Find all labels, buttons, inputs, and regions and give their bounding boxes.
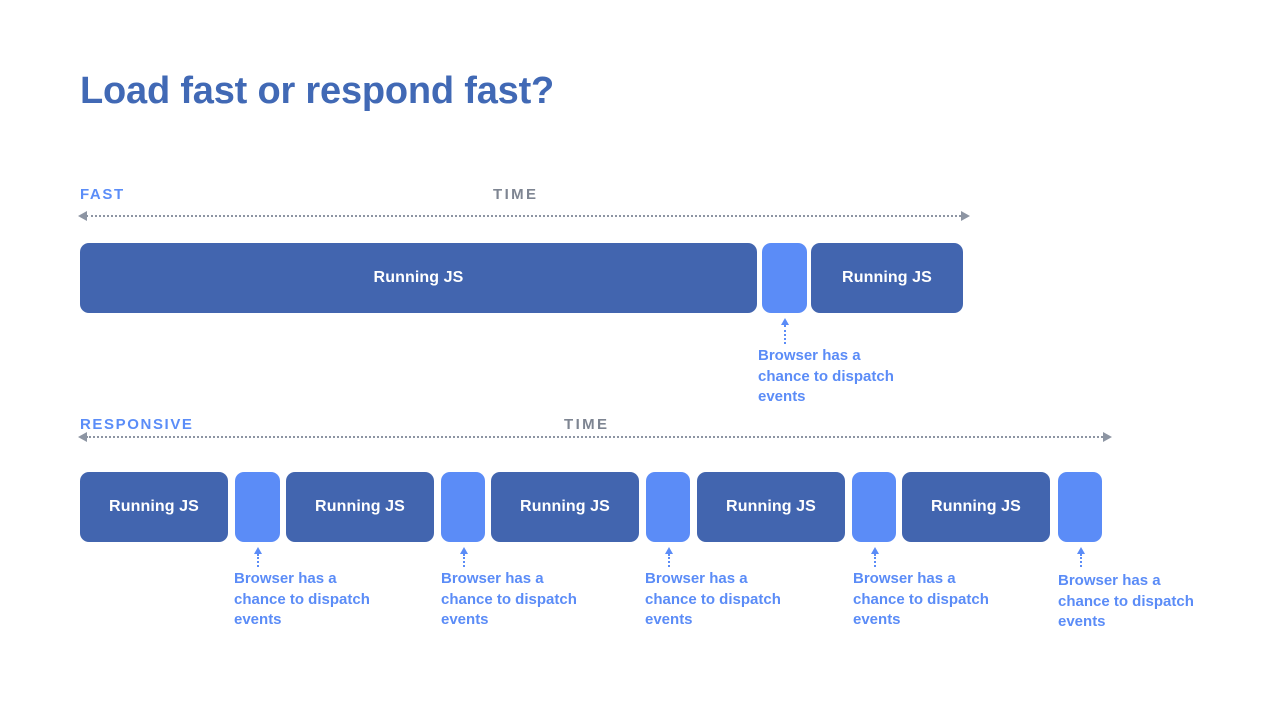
callout-text: Browser has a chance to dispatch events <box>234 570 370 628</box>
timeline-bar-running-js[interactable]: Running JS <box>902 472 1050 542</box>
leader-line <box>874 554 876 567</box>
bar-label: Running JS <box>109 498 199 515</box>
timeline-bar-gap[interactable] <box>762 243 807 313</box>
arrow-left-icon <box>78 211 87 221</box>
callout-text: Browser has a chance to dispatch events <box>853 570 989 628</box>
section-label-fast: FAST <box>80 186 125 203</box>
arrow-up-icon <box>781 318 789 325</box>
axis-line <box>86 436 1103 438</box>
bar-label: Running JS <box>520 498 610 515</box>
page-title: Load fast or respond fast? <box>80 70 555 112</box>
callout-leader <box>460 547 468 567</box>
leader-line <box>784 325 786 344</box>
leader-line <box>257 554 259 567</box>
timeline-bar-gap[interactable] <box>1058 472 1102 542</box>
leader-line <box>1080 554 1082 567</box>
callout-leader <box>665 547 673 567</box>
bar-label: Running JS <box>373 269 464 286</box>
callout-text: Browser has a chance to dispatch events <box>441 570 577 628</box>
arrow-left-icon <box>78 432 87 442</box>
callout-text: Browser has a chance to dispatch events <box>1058 572 1194 630</box>
timeline-bar-running-js[interactable]: Running JS <box>811 243 963 313</box>
time-axis-fast <box>78 211 970 221</box>
timeline-bar-running-js[interactable]: Running JS <box>491 472 639 542</box>
timeline-bar-gap[interactable] <box>235 472 280 542</box>
arrow-up-icon <box>665 547 673 554</box>
callout-leader <box>781 318 789 344</box>
callout-text: Browser has a chance to dispatch events <box>645 570 781 628</box>
bar-label: Running JS <box>842 269 932 286</box>
arrow-up-icon <box>871 547 879 554</box>
timeline-bar-running-js[interactable]: Running JS <box>80 472 228 542</box>
timeline-bar-running-js[interactable]: Running JS <box>80 243 757 313</box>
bar-label: Running JS <box>315 498 405 515</box>
arrow-up-icon <box>1077 547 1085 554</box>
timeline-bar-gap[interactable] <box>646 472 690 542</box>
callout-text: Browser has a chance to dispatch events <box>758 347 894 405</box>
axis-line <box>86 215 961 217</box>
timeline-bar-running-js[interactable]: Running JS <box>286 472 434 542</box>
leader-line <box>463 554 465 567</box>
timeline-bar-gap[interactable] <box>441 472 485 542</box>
callout-leader <box>1077 547 1085 567</box>
time-axis-responsive <box>78 432 1112 442</box>
arrow-right-icon <box>1103 432 1112 442</box>
timeline-bar-running-js[interactable]: Running JS <box>697 472 845 542</box>
timeline-bar-gap[interactable] <box>852 472 896 542</box>
arrow-up-icon <box>460 547 468 554</box>
callout-leader <box>254 547 262 567</box>
time-axis-label-responsive: TIME <box>564 416 610 433</box>
arrow-right-icon <box>961 211 970 221</box>
section-label-responsive: RESPONSIVE <box>80 416 194 433</box>
bar-label: Running JS <box>931 498 1021 515</box>
arrow-up-icon <box>254 547 262 554</box>
time-axis-label-fast: TIME <box>493 186 539 203</box>
leader-line <box>668 554 670 567</box>
callout-leader <box>871 547 879 567</box>
bar-label: Running JS <box>726 498 816 515</box>
